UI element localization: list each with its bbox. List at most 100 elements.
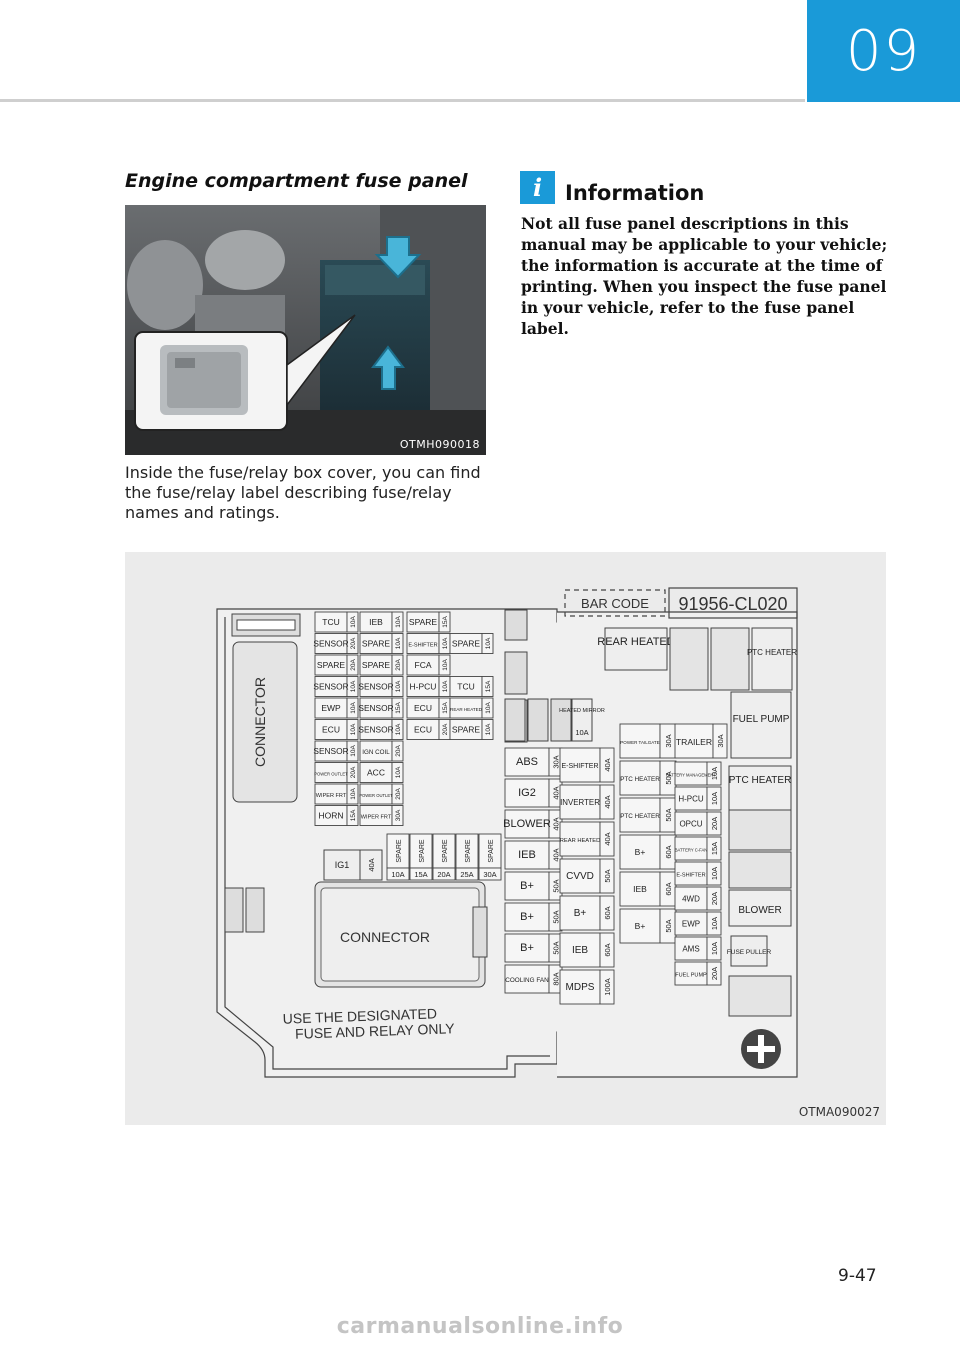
fuse-slot [391,719,404,740]
heated-mirror-label: HEATED MIRROR [559,708,605,714]
mini-fuse-rating: 10A [395,680,402,692]
engine-photo: OTMH090018 [125,205,486,455]
mini-fuse-name: FCA [415,660,432,670]
fuse-rating: 60A [664,882,673,895]
spare-fuse-rating: 30A [483,870,496,879]
part-number: 91956-CL020 [678,594,787,614]
fuse-slot [504,747,550,777]
fuse-slot [455,867,479,881]
mini-fuse-name: IGN COIL [362,749,390,756]
mini-fuse-rating: 10A [442,637,449,649]
fuse-slot [391,633,404,654]
fuse-rating: 40A [552,848,561,861]
fuse-name: MDPS [566,982,595,993]
ptc-heater-top: PTC HEATER [747,648,797,657]
spare-fuse-label: SPARE [419,839,426,863]
fuse-slot [346,719,359,740]
trailer-fuse-name: TRAILER [676,737,712,747]
fuse-slot [599,932,615,968]
fuse-rating: 60A [603,943,612,956]
fuse-slot [619,723,661,759]
fuse-name: B+ [520,942,534,954]
mini-fuse-rating: 20A [442,723,449,735]
fuse-name: POWER TAILGATE [620,740,659,745]
mini-fuse-name: SENSOR [313,639,348,649]
mini-fuse-rating: 10A [485,637,492,649]
mini-fuse-name: IEB [369,617,383,627]
fuse-slot [478,867,502,881]
fuse-slot [391,611,404,633]
fuse-slot [599,895,615,931]
mini-fuse-rating: 20A [395,659,402,671]
fuse-rating: 100A [603,978,612,996]
rear-heated-relay: REAR HEATED [597,636,674,648]
fuse-rating: 50A [603,869,612,882]
fuse-slot [599,821,615,857]
fuse-slot [504,933,550,963]
fuse-name: IG2 [518,787,536,799]
fuse-rating: 40A [603,832,612,845]
mini-fuse-rating: 20A [350,659,357,671]
mini-fuse-rating: 15A [395,702,402,714]
mini-fuse-name: ECU [414,725,432,735]
fuse-slot [481,697,494,719]
mini-fuse-name: POWER OUTLET [314,772,348,777]
ptc-heater-relay: PTC HEATER [729,775,792,786]
fuse-rating: 10A [710,942,719,955]
fuse-name: IEB [633,884,647,894]
info-body: Not all fuse panel descriptions in this … [521,214,888,338]
fuse-rating: 40A [603,795,612,808]
mini-fuse-name: SPARE [362,639,391,649]
fuse-slot [706,961,722,986]
fuse-slot [346,697,359,719]
fuse-name: INVERTER [560,798,600,807]
fuse-rating: 50A [552,879,561,892]
fuse-slot [706,836,722,861]
fuse-box-mount-icon [741,1029,781,1069]
fuse-rating: 50A [552,941,561,954]
fuse-slot [599,784,615,820]
fuse-rating: 60A [664,845,673,858]
blower-relay: BLOWER [738,905,781,916]
spare-fuse-label: SPARE [442,839,449,863]
fuse-slot [619,834,661,870]
fuse-name: E-SHIFTER [561,763,598,770]
fuse-rating: 20A [710,817,719,830]
fuse-name: AMS [682,945,699,954]
fuse-slot [619,797,661,833]
mini-fuse-name: SENSOR [358,703,393,713]
fuse-rating: 50A [552,910,561,923]
fuse-slot [346,783,359,805]
fuse-slot [674,723,714,759]
spare-fuse-label: SPARE [488,839,495,863]
fuse-name: IEB [572,945,588,956]
fuse-rating: 20A [710,967,719,980]
mini-fuse-name: ACC [367,768,385,778]
fuse-slot [346,654,359,676]
fuse-name: B+ [635,921,646,931]
fuse-slot [346,633,359,654]
fuse-slot [504,871,550,901]
info-title: Information [565,181,705,205]
connector-bottom-label: CONNECTOR [340,929,430,945]
use-designated-line1: USE THE DESIGNATED [282,1005,437,1026]
fuse-name: OPCU [679,820,702,829]
mini-fuse-rating: 10A [350,680,357,692]
fuse-slot [391,676,404,697]
fuse-slot [599,969,615,1005]
mini-fuse-rating: 15A [442,616,449,628]
mini-fuse-rating: 10A [485,723,492,735]
mini-fuse-name: TCU [322,617,339,627]
fuse-name: B+ [574,908,587,919]
engine-photo-illustration [125,205,486,455]
fuse-slot [346,676,359,697]
fuse-name: B+ [520,911,534,923]
mini-fuse-rating: 30A [395,809,402,821]
mini-fuse-rating: 10A [350,745,357,757]
fuse-name: B+ [520,880,534,892]
fuse-rating: 50A [664,771,673,784]
mini-fuse-name: ECU [322,725,340,735]
mini-fuse-name: SENSOR [358,682,393,692]
watermark: carmanualsonline.info [336,1314,624,1339]
mini-fuse-rating: 10A [395,637,402,649]
